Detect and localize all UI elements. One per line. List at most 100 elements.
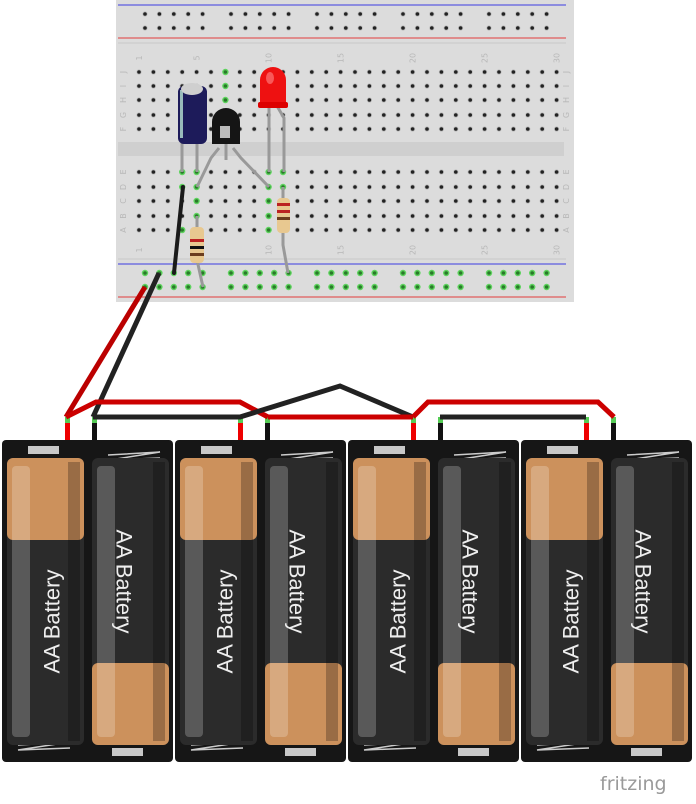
breadboard-hole-center <box>186 26 190 30</box>
contact-plate <box>374 446 405 454</box>
row-letter: A <box>562 227 571 233</box>
breadboard-hole-center <box>410 214 415 218</box>
breadboard-hole-center <box>396 214 401 218</box>
breadboard-hole-center <box>353 170 357 174</box>
breadboard-hole-center <box>382 127 386 131</box>
breadboard-hole-center <box>425 84 429 88</box>
breadboard-hole-center <box>295 127 300 131</box>
breadboard-hole-center <box>396 170 401 174</box>
breadboard-hole-center <box>238 228 242 232</box>
row-letter: F <box>119 126 128 131</box>
breadboard-hole-center <box>151 199 156 203</box>
row-letter: E <box>119 169 128 174</box>
jumper-wire-black[interactable] <box>172 185 185 275</box>
breadboard-hole-center <box>324 70 329 74</box>
breadboard-hole-center <box>382 70 386 74</box>
breadboard-hole-center <box>272 271 277 275</box>
row-letter: H <box>562 97 571 103</box>
breadboard-hole-center <box>295 113 300 117</box>
breadboard-hole-center <box>468 113 473 117</box>
breadboard-hole-center <box>410 70 415 74</box>
breadboard-hole-center <box>238 199 242 203</box>
breadboard-hole-center <box>324 127 329 131</box>
breadboard-hole-center <box>468 185 473 189</box>
breadboard-hole-center <box>353 228 357 232</box>
breadboard-hole-center <box>396 84 401 88</box>
breadboard-hole-center <box>468 214 473 218</box>
breadboard-hole-center <box>209 185 213 189</box>
breadboard-hole-center <box>511 228 516 232</box>
battery-label: AA Battery <box>631 530 656 634</box>
breadboard-hole-center <box>501 12 506 16</box>
column-number: 30 <box>553 245 562 255</box>
breadboard: 115510101515202025253030JJIIHHGGFFEEDDCC… <box>116 0 574 302</box>
breadboard-hole-center <box>353 185 357 189</box>
wire-red-series[interactable] <box>411 399 616 419</box>
breadboard-hole-center <box>425 170 429 174</box>
breadboard-hole-center <box>324 214 329 218</box>
breadboard-hole-center <box>252 70 256 74</box>
breadboard-hole-center <box>439 199 444 203</box>
breadboard-hole-center <box>468 98 473 102</box>
resistor[interactable] <box>190 216 205 288</box>
breadboard-hole-center <box>137 84 141 88</box>
breadboard-hole-center <box>501 26 506 30</box>
breadboard-hole-center <box>425 70 429 74</box>
breadboard-hole-center <box>382 98 386 102</box>
red-led[interactable] <box>258 67 288 172</box>
row-letter: J <box>119 71 128 74</box>
resistor[interactable] <box>277 187 290 274</box>
breadboard-hole-center <box>238 98 242 102</box>
breadboard-hole-center <box>166 170 170 174</box>
breadboard-hole-center <box>209 170 213 174</box>
wire-black-series[interactable] <box>93 383 414 420</box>
row-letter: F <box>562 126 571 131</box>
breadboard-hole-center <box>310 70 314 74</box>
electrolytic-capacitor[interactable] <box>178 83 207 172</box>
breadboard-hole-center <box>353 199 357 203</box>
wire-black-to-breadboard[interactable] <box>90 271 162 419</box>
breadboard-hole-center <box>454 185 458 189</box>
wire-red-series[interactable] <box>64 399 270 420</box>
breadboard-hole-center <box>166 113 170 117</box>
breadboard-hole-center <box>238 185 242 189</box>
terminal-end <box>65 417 70 423</box>
wire-red-to-breadboard[interactable] <box>63 285 148 419</box>
breadboard-hole-center <box>468 84 473 88</box>
breadboard-hole-center <box>487 12 491 16</box>
breadboard-hole-center <box>516 12 520 16</box>
breadboard-hole-center <box>367 228 372 232</box>
contact-plate <box>201 446 232 454</box>
breadboard-hole-center <box>482 228 487 232</box>
breadboard-hole-center <box>338 84 343 88</box>
breadboard-hole-center <box>526 170 530 174</box>
breadboard-hole-center <box>382 199 386 203</box>
breadboard-hole-center <box>482 127 487 131</box>
fritzing-logo: fritzing <box>600 773 667 795</box>
breadboard-hole-center <box>252 185 256 189</box>
breadboard-hole-center <box>344 26 348 30</box>
breadboard-hole-center <box>272 12 277 16</box>
breadboard-hole-center <box>223 199 228 203</box>
breadboard-hole-center <box>554 113 559 117</box>
row-letter: A <box>119 227 128 233</box>
battery-orange-band <box>611 663 688 745</box>
breadboard-hole-center <box>310 113 314 117</box>
breadboard-hole-center <box>511 127 516 131</box>
battery-shadow <box>68 462 80 741</box>
battery-shadow <box>153 462 165 741</box>
breadboard-hole-center <box>439 84 444 88</box>
breadboard-hole-center <box>238 170 242 174</box>
column-number: 25 <box>481 53 490 63</box>
transistor[interactable] <box>195 108 271 189</box>
battery-shadow <box>499 462 511 741</box>
battery-shadow <box>326 462 338 741</box>
breadboard-hole-center <box>338 214 343 218</box>
column-number: 1 <box>135 247 144 252</box>
